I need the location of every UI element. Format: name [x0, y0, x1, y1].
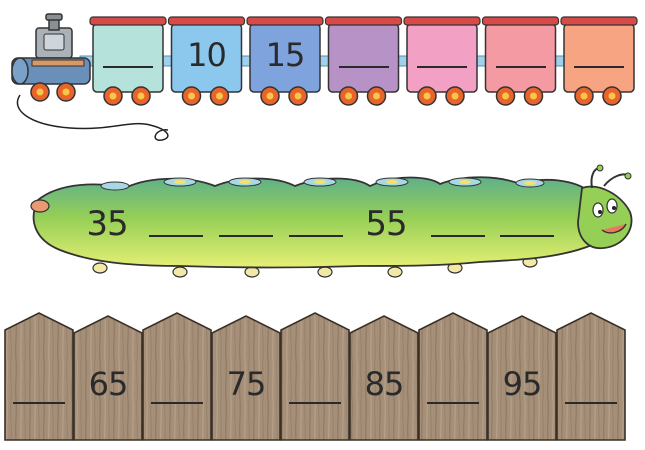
caterpillar-blank[interactable] [431, 235, 485, 237]
fence-board [280, 312, 350, 441]
caterpillar-blank[interactable] [289, 235, 343, 237]
caterpillar-blank[interactable] [500, 235, 554, 237]
fence-blank[interactable] [427, 402, 479, 404]
train-cars [89, 16, 638, 106]
train-car-blank[interactable] [417, 66, 467, 68]
train-car [560, 16, 638, 106]
caterpillar-number: 55 [365, 204, 407, 244]
fence-number: 85 [364, 365, 405, 403]
fence-board [4, 312, 74, 441]
fence-board [211, 315, 281, 441]
fence-board [556, 312, 626, 441]
fence-board [487, 315, 557, 441]
train-car-number: 15 [265, 36, 306, 74]
fence-board [73, 315, 143, 441]
caterpillar-blank[interactable] [149, 235, 203, 237]
train-car [246, 16, 324, 106]
fence-number: 65 [88, 365, 129, 403]
train-car [403, 16, 481, 106]
fence-blank[interactable] [289, 402, 341, 404]
train-car-blank[interactable] [495, 66, 546, 68]
train-car-number: 10 [187, 36, 227, 74]
train-engine [11, 13, 91, 102]
fence-board [349, 315, 419, 441]
fence-number: 75 [226, 365, 267, 403]
caterpillar-blank[interactable] [219, 235, 273, 237]
pull-string [16, 94, 169, 141]
train-car-blank[interactable] [338, 66, 389, 68]
train-car [324, 16, 403, 106]
fence-boards [4, 312, 626, 441]
fence-board [418, 312, 488, 441]
train-car [481, 16, 560, 106]
caterpillar-number: 35 [86, 204, 128, 244]
train-car-blank[interactable] [103, 66, 153, 68]
fence-blank[interactable] [13, 402, 65, 404]
fence-board [142, 312, 212, 441]
fence-blank[interactable] [151, 402, 203, 404]
caterpillar-body [30, 176, 593, 278]
train-car [89, 16, 167, 106]
caterpillar-head [577, 164, 633, 250]
train-car-blank[interactable] [574, 66, 624, 68]
train-car [167, 16, 246, 106]
fence-blank[interactable] [565, 402, 617, 404]
fence-number: 95 [502, 365, 543, 403]
